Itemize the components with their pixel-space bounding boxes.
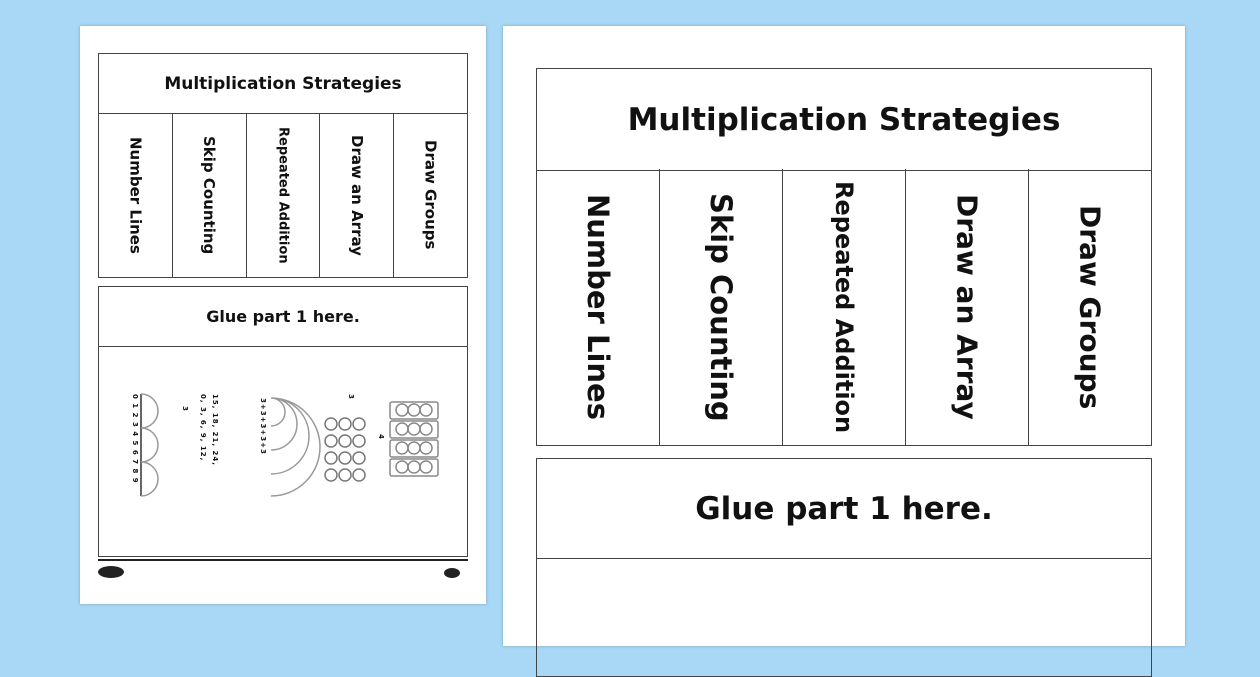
flap-label: Repeated Addition — [830, 180, 858, 434]
example-drawings — [140, 393, 439, 497]
flap-label: Skip Counting — [200, 135, 219, 255]
flap-draw-an-array: Draw an Array — [906, 169, 1029, 445]
flap-draw-groups: Draw Groups — [394, 113, 467, 277]
brand-logo — [98, 566, 124, 578]
flap-label: Number Lines — [581, 194, 615, 420]
flap-draw-groups: Draw Groups — [1029, 169, 1151, 445]
skip-count-row2: 15, 18, 21, 24, — [211, 394, 219, 466]
flap-skip-counting: Skip Counting — [660, 169, 783, 445]
flap-repeated-addition: Repeated Addition — [783, 169, 906, 445]
flap-draw-an-array: Draw an Array — [320, 113, 395, 277]
flap-label: Draw Groups — [1073, 204, 1107, 410]
worksheet-preview-zoomed: Multiplication Strategies Number Lines S… — [503, 26, 1185, 677]
examples-panel-large — [536, 557, 1152, 677]
flap-skip-counting: Skip Counting — [173, 113, 247, 277]
examples-panel: 0 1 2 3 4 5 6 7 8 9 0, 3, 6, 9, 12, 15, … — [98, 346, 468, 557]
glue-label-large: Glue part 1 here. — [536, 458, 1152, 559]
glue-label: Glue part 1 here. — [98, 286, 468, 347]
flap-label: Number Lines — [126, 136, 145, 254]
worksheet-title: Multiplication Strategies — [98, 53, 468, 114]
skip-count-row1: 0, 3, 6, 9, 12, — [199, 394, 207, 462]
flap-number-lines: Number Lines — [99, 113, 173, 277]
footer-divider — [98, 559, 468, 561]
flap-label: Repeated Addition — [275, 126, 291, 264]
worksheet-preview-full: Multiplication Strategies Number Lines S… — [80, 26, 486, 604]
flap-label: Draw an Array — [950, 194, 984, 420]
number-line-text: 0 1 2 3 4 5 6 7 8 9 — [131, 394, 139, 484]
array-side-label: 4 — [377, 434, 385, 440]
repeated-addition-text: 3+3+3+3+3 — [259, 398, 267, 455]
strategy-flaps: Number Lines Skip Counting Repeated Addi… — [98, 113, 468, 278]
flap-repeated-addition: Repeated Addition — [247, 113, 321, 277]
flap-label: Draw Groups — [421, 140, 440, 250]
flap-number-lines: Number Lines — [537, 169, 660, 445]
jump-label: 3 — [181, 406, 189, 412]
strategy-flaps-large: Number Lines Skip Counting Repeated Addi… — [536, 169, 1152, 446]
worksheet-title-large: Multiplication Strategies — [536, 68, 1152, 171]
flap-label: Draw an Array — [347, 134, 366, 256]
array-top-label: 3 — [347, 394, 355, 400]
brand-logo-small — [444, 568, 460, 578]
flap-label: Skip Counting — [704, 192, 738, 422]
